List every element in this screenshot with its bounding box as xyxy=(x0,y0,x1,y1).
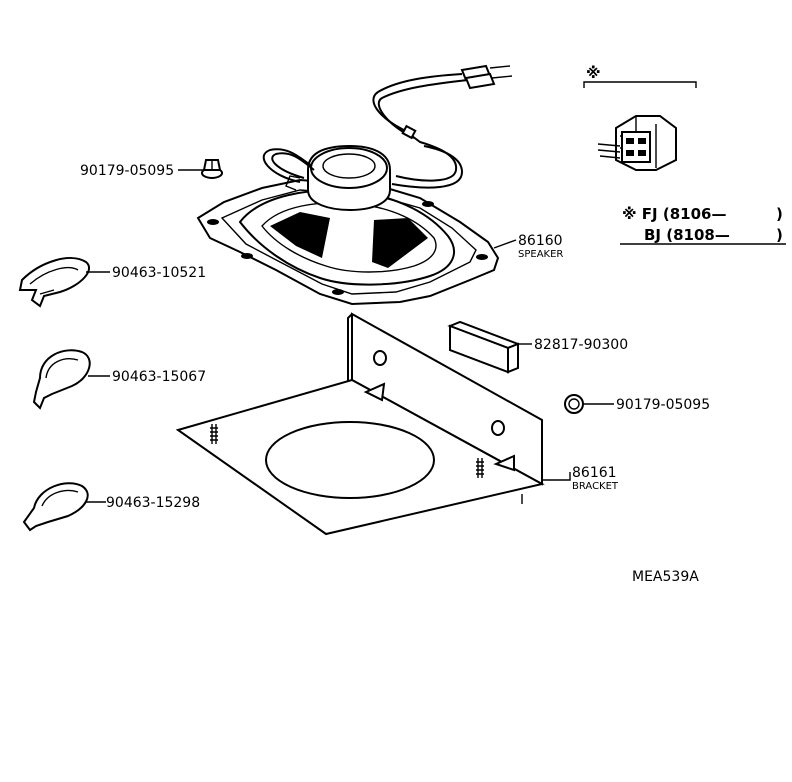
legend-mark: ※ xyxy=(586,64,601,82)
leader-speaker xyxy=(493,239,517,249)
label-nut-right: 90179-05095 xyxy=(616,397,710,413)
legend-line-2-close: ) xyxy=(776,226,783,244)
label-speaker-no: 86160 xyxy=(518,233,563,249)
label-cushion: 82817-90300 xyxy=(534,337,628,353)
label-bracket-no: 86161 xyxy=(572,465,617,481)
clamp-3 xyxy=(22,482,89,532)
label-clamp-3: 90463-15298 xyxy=(106,495,200,511)
bracket xyxy=(175,312,545,536)
clamp-1 xyxy=(18,257,90,308)
label-clamp-2: 90463-15067 xyxy=(112,369,206,385)
connector-detail xyxy=(583,81,697,171)
legend-line-1: ※ FJ (8106— xyxy=(622,205,726,223)
cushion xyxy=(447,320,521,374)
nut-right xyxy=(564,394,584,414)
label-nut-top: 90179-05095 xyxy=(80,163,174,179)
speaker-wires xyxy=(262,64,513,189)
legend-line-1-close: ) xyxy=(776,205,783,223)
speaker xyxy=(196,144,500,306)
clamp-2 xyxy=(32,349,91,410)
label-speaker-name: SPEAKER xyxy=(518,249,563,260)
nut-top xyxy=(201,159,223,179)
figure-code: MEA539A xyxy=(632,569,699,585)
label-bracket-name: BRACKET xyxy=(572,481,619,492)
leader-bracket xyxy=(542,472,571,481)
legend-line-2: BJ (8108— xyxy=(644,226,730,244)
label-clamp-1: 90463-10521 xyxy=(112,265,206,281)
